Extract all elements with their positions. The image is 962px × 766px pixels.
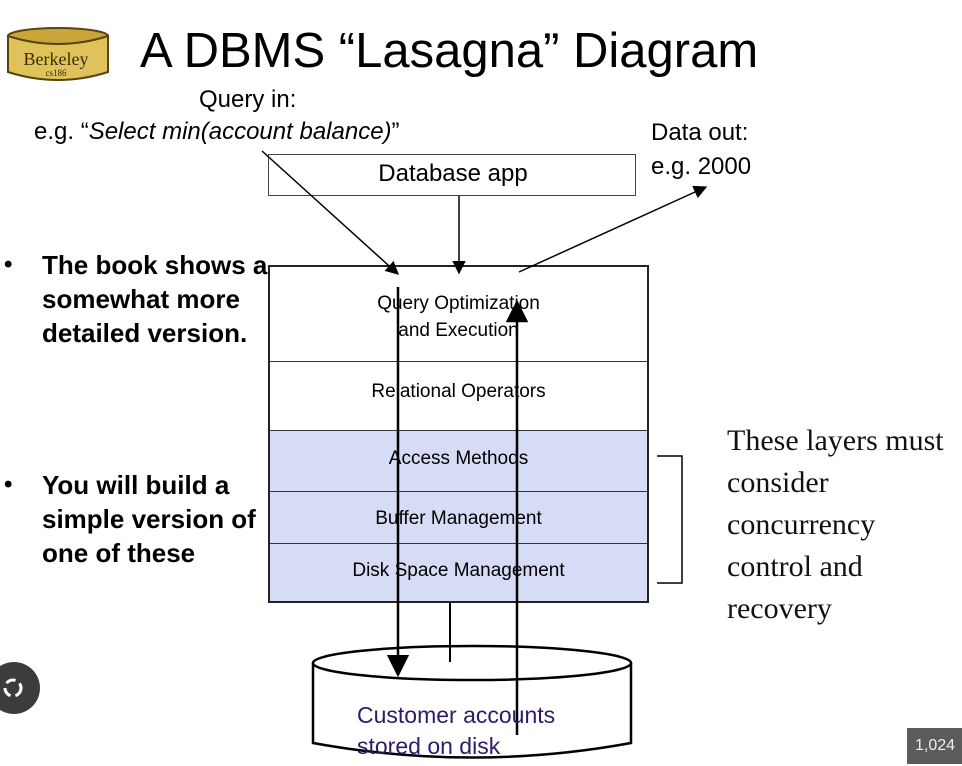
layer-label-buffer-management: Buffer Management	[375, 508, 542, 529]
bullet-text: You will build a simple version of one o…	[42, 470, 256, 568]
query-example: e.g. “Select min(account balance)”	[34, 118, 400, 146]
layer-label-disk-space-management: Disk Space Management	[352, 560, 565, 581]
bullet-item-2: • You will build a simple version of one…	[0, 468, 260, 608]
query-example-prefix: e.g. “	[34, 118, 89, 145]
layer-disk-space-management: Disk Space Management	[270, 543, 647, 601]
page-title: A DBMS “Lasagna” Diagram	[140, 24, 759, 78]
disk-label-line1: Customer accounts	[357, 702, 556, 728]
data-out-arrow	[518, 185, 708, 273]
layer-label-relational-operators: Relational Operators	[371, 381, 546, 402]
layer-access-methods: Access Methods	[270, 430, 647, 491]
layer-buffer-management: Buffer Management	[270, 491, 647, 543]
disk-label: Customer accounts stored on disk	[357, 700, 555, 762]
layer-relational-operators: Relational Operators	[270, 361, 647, 430]
link-icon	[3, 678, 23, 698]
query-example-text: Select min(account balance)	[88, 118, 392, 145]
query-example-suffix: ”	[391, 118, 400, 145]
layer-query-optimization: Query Optimization and Execution	[270, 267, 647, 361]
data-out-label: Data out:	[651, 119, 749, 146]
image-counter-badge: 1,024	[907, 728, 962, 764]
layer-label-access-methods: Access Methods	[388, 448, 529, 469]
berkeley-logo	[7, 27, 109, 81]
database-app-box	[268, 154, 636, 196]
disk-label-line2: stored on disk	[357, 733, 501, 759]
bullet-dot: •	[4, 471, 13, 498]
dbms-layer-stack: Query Optimization and Execution Relatio…	[268, 265, 649, 603]
bullet-text: The book shows a somewhat more detailed …	[42, 250, 268, 348]
bullet-item-1: • The book shows a somewhat more detaile…	[0, 248, 267, 408]
disk-cylinder-top	[311, 644, 633, 682]
data-out-example: e.g. 2000	[651, 153, 752, 180]
query-in-label: Query in:	[199, 86, 297, 113]
side-note: These layers must consider concurrency c…	[727, 424, 944, 625]
logo-text: Berkeley	[23, 49, 89, 69]
layer-label-query-optimization-line2: and Execution	[398, 320, 519, 341]
link-icon-button[interactable]	[0, 662, 40, 714]
layers-bracket	[657, 455, 683, 584]
disk-cylinder-body	[311, 663, 633, 759]
logo-subtext: cs186	[45, 68, 67, 78]
bullet-dot: •	[4, 251, 13, 278]
query-in-arrow	[261, 150, 400, 275]
layer-label-query-optimization-line1: Query Optimization	[377, 293, 540, 314]
database-app-label: Database app	[378, 160, 528, 187]
